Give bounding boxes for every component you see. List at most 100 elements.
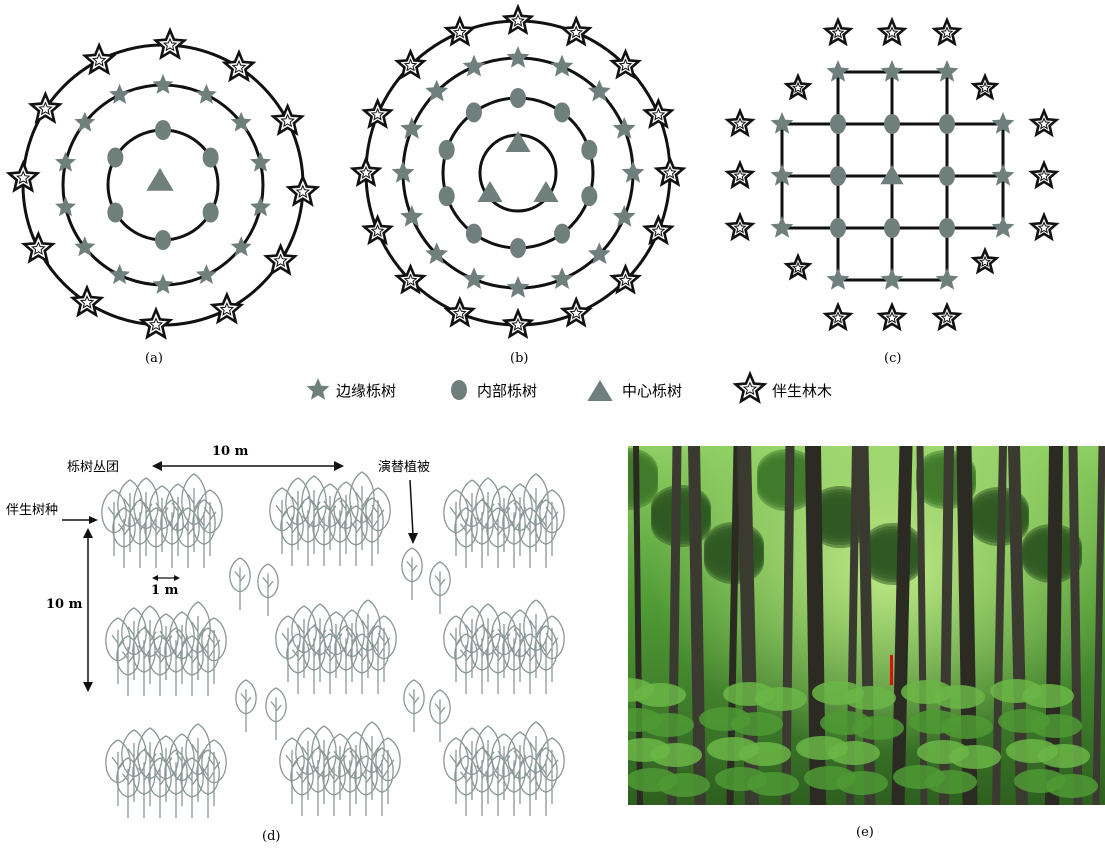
- inner-oak-circle-icon: [203, 148, 219, 168]
- edge-oak-star-icon: [307, 378, 330, 400]
- inner-oak-circle-icon: [939, 114, 955, 134]
- horizontal-spacing-label: 10 m: [212, 444, 249, 459]
- legend-filled-triangle-icon: [587, 380, 612, 401]
- sketch-tree-icon: [430, 562, 450, 614]
- undergrowth-patch: [642, 713, 694, 737]
- oak-cluster-label: 栎树丛团: [67, 460, 119, 475]
- sketch-tree-icon: [138, 728, 162, 806]
- undergrowth-patch: [739, 742, 791, 766]
- undergrowth-patch: [1022, 684, 1074, 708]
- undergrowth-patch: [650, 743, 702, 767]
- sketch-tree-icon: [328, 734, 352, 800]
- undergrowth-patch: [933, 685, 985, 709]
- edge-oak-star-icon: [400, 117, 423, 139]
- panel-e-caption: (e): [856, 825, 874, 840]
- inner-oak-circle-icon: [203, 203, 219, 223]
- sketch-tree-icon: [492, 486, 516, 552]
- sketch-tree-icon: [138, 606, 162, 684]
- sketch-tree-icon: [312, 726, 336, 804]
- sketch-tree-icon: [165, 750, 187, 818]
- edge-oak-star-icon: [507, 46, 530, 68]
- legend-filled-circle-icon: [451, 380, 467, 400]
- foliage-patch: [598, 466, 658, 510]
- edge-oak-star-icon: [463, 267, 486, 289]
- inner-oak-circle-icon: [107, 203, 123, 223]
- sketch-tree-icon: [335, 626, 357, 694]
- inner-oak-circle-icon: [439, 140, 455, 160]
- undergrowth-patch: [828, 741, 880, 765]
- legend-companion-label: 伴生林木: [772, 382, 832, 400]
- sketch-tree-icon: [193, 500, 215, 568]
- sketch-tree-icon: [535, 748, 557, 816]
- arrow-head: [334, 461, 344, 471]
- sketch-tree-icon: [492, 612, 516, 678]
- sketch-tree-icon: [266, 688, 286, 740]
- inner-oak-circle-icon: [939, 218, 955, 238]
- panel-a-caption: (a): [145, 351, 163, 366]
- inner-oak-circle-icon: [830, 114, 846, 134]
- red-marker: [890, 655, 893, 685]
- legend: 边缘栎树 内部栎树 中心栎树 伴生林木: [307, 374, 832, 401]
- sketch-tree-icon: [318, 484, 342, 550]
- inner-oak-circle-icon: [581, 186, 597, 206]
- center-oak-triangle-icon: [505, 131, 530, 152]
- edge-oak-star-icon: [936, 268, 959, 290]
- sketch-tree-icon: [134, 478, 158, 556]
- edge-oak-star-icon: [250, 196, 271, 216]
- center-oak-triangle-icon: [146, 168, 173, 191]
- vertical-spacing-label: 10 m: [46, 597, 83, 612]
- sketch-tree-icon: [503, 500, 525, 568]
- sketch-tree-icon: [476, 478, 500, 556]
- arrow-head: [174, 575, 180, 581]
- edge-oak-star-icon: [55, 196, 76, 216]
- undergrowth-patch: [949, 745, 1001, 769]
- sketch-tree-icon: [258, 564, 278, 616]
- edge-oak-star-icon: [551, 267, 574, 289]
- undergrowth-patch: [844, 686, 896, 710]
- undergrowth-patch: [1046, 774, 1098, 798]
- arrow-head: [408, 533, 418, 544]
- edge-oak-star-icon: [109, 84, 130, 104]
- undergrowth-patch: [925, 770, 977, 794]
- undergrowth-patch: [747, 772, 799, 796]
- foliage-patch: [863, 541, 923, 585]
- legend-edge-oak-label: 边缘栎树: [336, 382, 396, 400]
- center-oak-triangle-icon: [587, 380, 612, 401]
- sketch-tree-icon: [339, 748, 361, 816]
- inner-oak-circle-icon: [155, 120, 171, 140]
- undergrowth-patch: [755, 687, 807, 711]
- edge-oak-star-icon: [507, 276, 530, 298]
- inner-oak-circle-icon: [830, 166, 846, 186]
- edge-oak-star-icon: [463, 55, 486, 77]
- inner-oak-circle-icon: [439, 186, 455, 206]
- inner-oak-circle-icon: [581, 140, 597, 160]
- panel-c-caption: (c): [884, 351, 901, 366]
- sketch-tree-icon: [402, 548, 422, 600]
- inner-oak-circle-icon: [155, 230, 171, 250]
- undergrowth-patch: [836, 771, 888, 795]
- sketch-tree-icon: [197, 750, 219, 818]
- sketch-tree-icon: [492, 734, 516, 800]
- legend-outlined-star-icon: [736, 374, 765, 401]
- sketch-tree-icon: [329, 498, 351, 566]
- undergrowth-patch: [731, 712, 783, 736]
- sketch-tree-icon: [361, 498, 383, 566]
- panel-b-ring-2: [443, 98, 593, 248]
- sketch-tree-icon: [367, 626, 389, 694]
- sketch-tree-icon: [236, 680, 256, 732]
- panel-e-forest-photo: [598, 446, 1105, 805]
- undergrowth-patch: [634, 683, 686, 707]
- edge-oak-star-icon: [153, 74, 174, 94]
- inner-oak-circle-icon: [830, 218, 846, 238]
- inner-oak-circle-icon: [554, 224, 570, 244]
- sketch-tree-icon: [430, 690, 450, 742]
- sketch-tree-icon: [535, 500, 557, 568]
- inner-oak-circle-icon: [884, 114, 900, 134]
- inner-oak-circle-icon: [554, 102, 570, 122]
- inner-oak-circle-icon: [884, 218, 900, 238]
- sketch-tree-icon: [161, 500, 183, 568]
- legend-center-oak-label: 中心栎树: [622, 382, 682, 400]
- sketch-tree-icon: [150, 486, 174, 552]
- sketch-tree-icon: [503, 748, 525, 816]
